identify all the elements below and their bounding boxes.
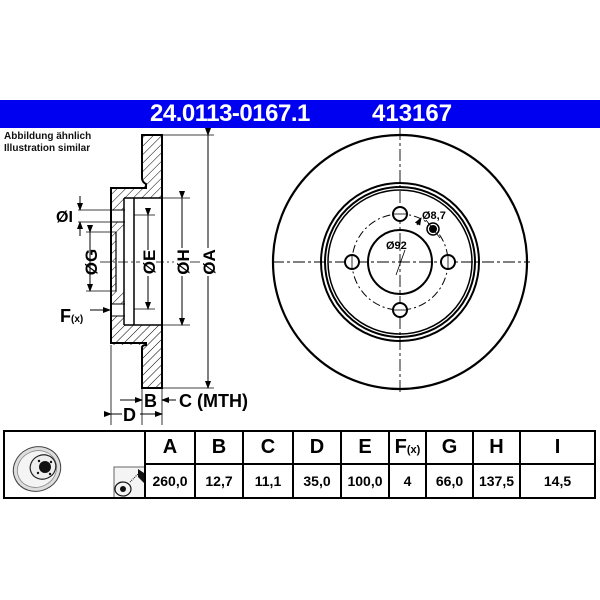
header-g: G [425,430,474,465]
value-c: 11,1 [242,463,294,499]
label-c-mth: C (MTH) [179,391,248,411]
label-dia-a: ØA [200,249,219,275]
spec-value-row: 260,0 12,7 11,1 35,0 100,0 4 66,0 137,5 … [4,463,596,499]
header-h: H [472,430,521,465]
header-i: I [519,430,596,465]
label-f: F(x) [60,306,83,326]
value-e: 100,0 [340,463,390,499]
label-dia-h: ØH [174,249,193,275]
thumbnail-cell [3,430,146,499]
note-line-de: Abbildung ähnlich [4,131,92,142]
spray-cleaner-icon [113,466,144,497]
header-e: E [340,430,390,465]
header-banner: 24.0113-0167.1 413167 [0,100,600,128]
header-a: A [144,430,196,465]
label-d: D [123,405,136,425]
technical-drawing: ØI ØG ØE ØH ØA F(x) B C (MTH) [56,128,530,425]
header-c: C [242,430,294,465]
note-line-en: Illustration similar [4,143,91,154]
value-a: 260,0 [144,463,196,499]
bolt-holes [344,206,456,318]
pcd-label: Ø92 [386,240,407,252]
value-d: 35,0 [292,463,342,499]
value-b: 12,7 [194,463,244,499]
hole-diameter-label: Ø8,7 [422,210,446,222]
part-number: 24.0113-0167.1 [150,100,310,127]
illustration-note: Abbildung ähnlich Illustration similar [4,131,91,155]
cross-section-view: ØI ØG ØE ØH ØA F(x) B C (MTH) [56,128,248,425]
spec-header-row: A B C D E F(x) G H I [3,430,596,499]
label-dia-g: ØG [82,249,101,275]
value-i: 14,5 [519,463,596,499]
header-b: B [194,430,244,465]
value-h: 137,5 [472,463,521,499]
header-f: F(x) [388,430,427,465]
value-f: 4 [388,463,427,499]
header-d: D [292,430,342,465]
label-dia-i: ØI [56,209,73,226]
spec-table: A B C D E F(x) G H I 260,0 12,7 11,1 35,… [3,430,596,499]
value-g: 66,0 [425,463,474,499]
label-b: B [144,391,157,411]
front-view: Ø8,7 Ø92 [271,128,530,392]
alt-number: 413167 [372,100,453,127]
brake-disc-icon [12,445,62,492]
label-dia-e: ØE [140,250,159,275]
